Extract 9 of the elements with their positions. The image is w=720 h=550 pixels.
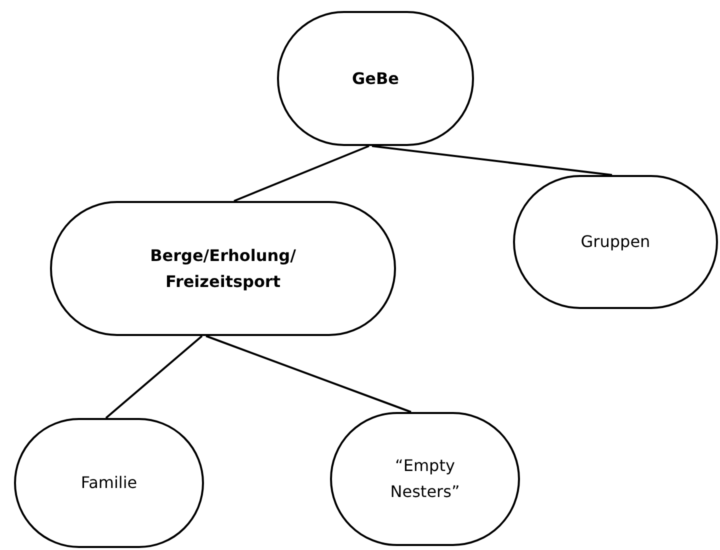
connector-line: [206, 335, 412, 413]
node-label: GeBe: [352, 68, 400, 90]
node-label: “Empty Nesters”: [389, 455, 461, 503]
node-label: Berge/Erholung/ Freizeitsport: [149, 244, 297, 292]
connector-line: [234, 145, 370, 202]
connector-line: [372, 145, 612, 176]
connector-line: [105, 335, 203, 419]
node-label: Gruppen: [580, 231, 650, 254]
node-label: Familie: [80, 472, 138, 494]
